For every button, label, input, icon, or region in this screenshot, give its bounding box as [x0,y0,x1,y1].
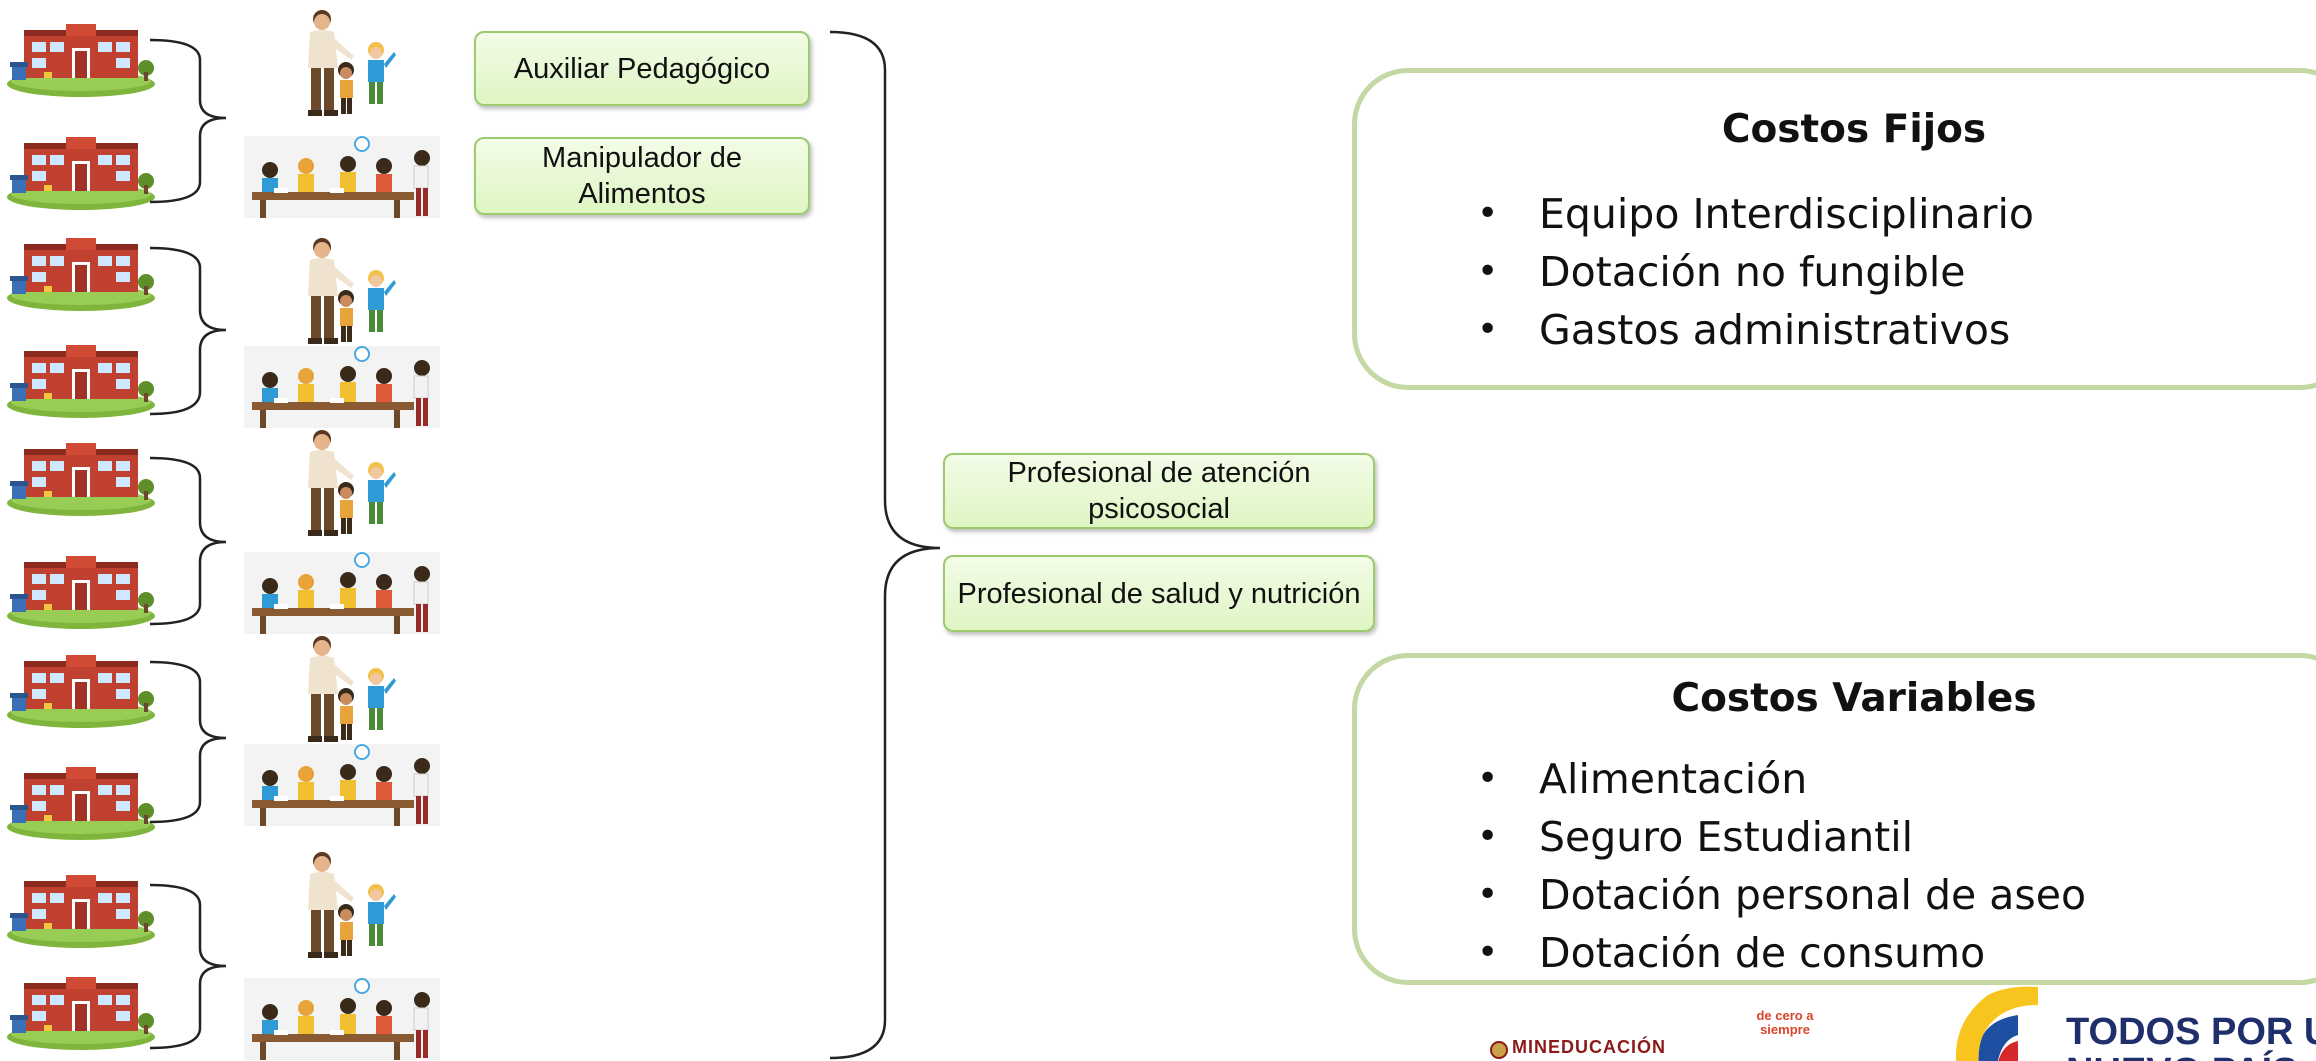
mineducacion-text: MINEDUCACIÓN [1512,1037,1666,1057]
todos-line1: TODOS POR UN [2066,1011,2316,1053]
costos-variables-card: Costos Variables Alimentación Seguro Est… [1352,653,2316,985]
main-brace [829,30,941,1060]
de-cero-text: de cero a siempre [1756,1008,1814,1037]
school-building-icon [6,443,156,517]
list-item: Dotación no fungible [1477,243,2034,301]
role-auxiliar-pedagogico: Auxiliar Pedagógico [474,31,810,106]
school-building-icon [6,24,156,98]
school-building-icon [6,875,156,949]
costos-variables-title: Costos Variables [1671,676,2037,721]
school-building-icon [6,137,156,211]
costos-fijos-title: Costos Fijos [1721,107,1987,152]
list-item: Dotación de consumo [1477,924,2086,982]
de-cero-a-siempre-logo: de cero a siempre [1750,1009,1820,1061]
teacher-with-children-icon [284,634,396,746]
children-at-table-icon [244,744,440,826]
teacher-with-children-icon [284,236,396,348]
role-label: Profesional de salud y nutrición [957,577,1361,610]
children-at-table-icon [244,552,440,634]
teacher-with-children-icon [284,428,396,540]
todos-por-un-nuevo-pais-logo: TODOS POR UN NUEVO PAÍS [2066,985,2316,1061]
pair-brace [149,38,227,204]
teacher-with-children-icon [284,8,396,120]
list-item: Equipo Interdisciplinario [1477,185,2034,243]
school-building-icon [6,767,156,841]
teacher-with-children-icon [284,850,396,962]
logo-strip: MINEDUCACIÓN de cero a siempre TODOS POR… [1480,985,2316,1061]
pair-brace [149,246,227,416]
colombia-flag-swoosh-icon [1928,985,2038,1061]
costos-fijos-list: Equipo Interdisciplinario Dotación no fu… [1477,185,2034,359]
role-manipulador-alimentos: Manipulador de Alimentos [474,137,810,215]
role-label: Auxiliar Pedagógico [513,52,771,85]
school-building-icon [6,655,156,729]
mineducacion-logo: MINEDUCACIÓN [1490,1035,1700,1061]
role-profesional-salud-nutricion: Profesional de salud y nutrición [943,555,1375,632]
list-item: Dotación personal de aseo [1477,866,2086,924]
costos-fijos-card: Costos Fijos Equipo Interdisciplinario D… [1352,68,2316,390]
pair-brace [149,660,227,824]
role-label: Manipulador de Alimentos [542,142,742,210]
list-item: Gastos administrativos [1477,301,2034,359]
role-label: Profesional de atención psicosocial [1007,457,1311,525]
list-item: Alimentación [1477,750,2086,808]
children-at-table-icon [244,346,440,428]
pair-brace [149,883,227,1050]
costos-variables-list: Alimentación Seguro Estudiantil Dotación… [1477,750,2086,982]
pair-brace [149,456,227,626]
school-building-icon [6,238,156,312]
school-building-icon [6,977,156,1051]
todos-line2: NUEVO PAÍS [2066,1053,2298,1061]
list-item: Seguro Estudiantil [1477,808,2086,866]
children-at-table-icon [244,978,440,1060]
school-building-icon [6,556,156,630]
role-profesional-psicosocial: Profesional de atención psicosocial [943,453,1375,529]
school-building-icon [6,345,156,419]
children-at-table-icon [244,136,440,218]
